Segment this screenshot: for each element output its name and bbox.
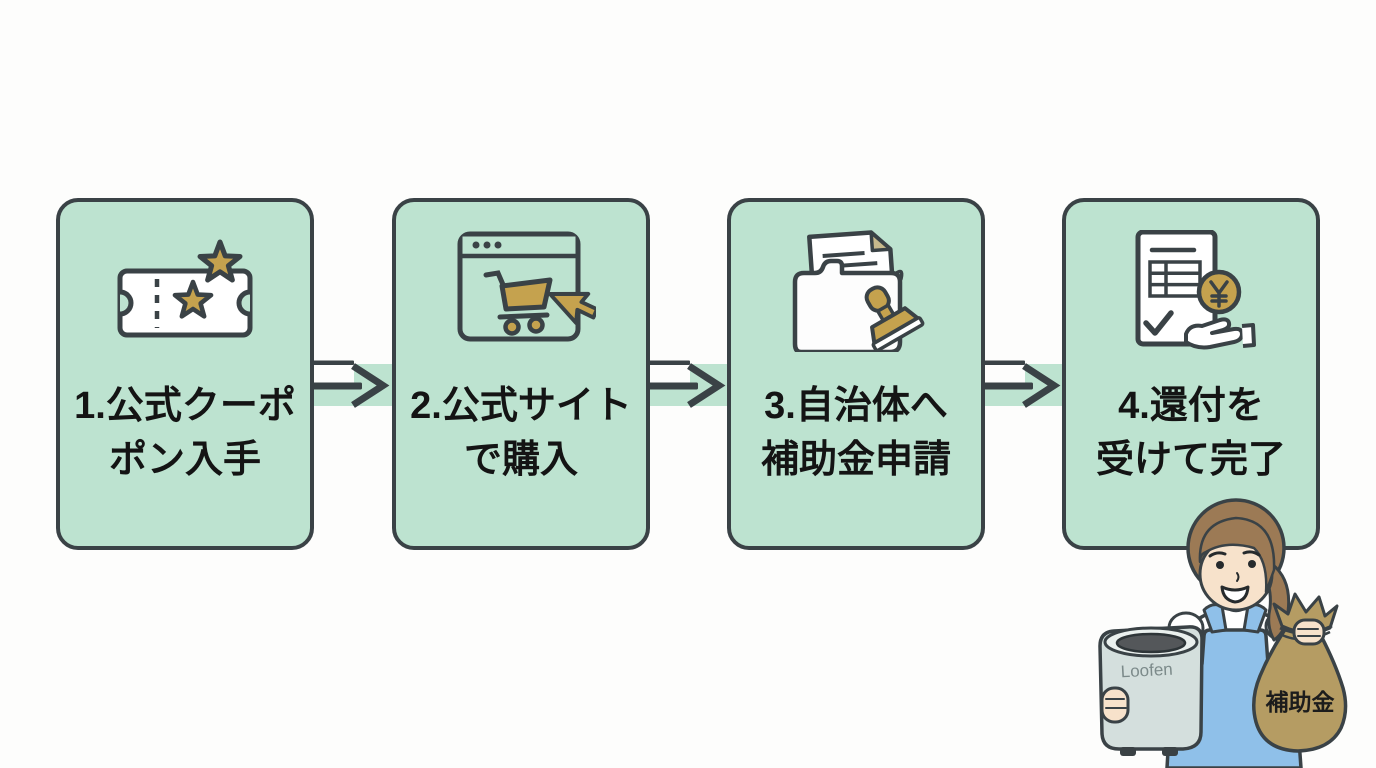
step-3-line-2: 補助金申請 [760, 439, 951, 481]
step-4-label: 4.還付を 受けて完了 [1066, 379, 1316, 487]
loofen-device: Loofen [1098, 625, 1204, 756]
coupon-ticket-stars-icon [110, 230, 260, 352]
money-bag-label: 補助金 [1266, 689, 1335, 715]
right-eye [1248, 560, 1256, 568]
arrow-right-icon [646, 360, 731, 408]
device-label: Loofen [1120, 660, 1173, 682]
nose [1236, 572, 1240, 582]
step-1-line-1: 1.公式クーポ [74, 385, 296, 427]
left-hand [1100, 686, 1130, 724]
arrow-right-icon [981, 360, 1066, 408]
left-hand-fingers [1105, 698, 1127, 709]
step-4-line-2: 受けて完了 [1095, 439, 1286, 481]
right-hand-fingers [1297, 628, 1321, 637]
left-eye [1216, 561, 1224, 569]
step-card-1: 1.公式クーポ ポン入手 [56, 198, 314, 550]
step-2-line-2: で購入 [463, 439, 578, 481]
right-hand [1292, 618, 1326, 646]
left-eyebrow [1208, 551, 1227, 558]
woman-head [1186, 498, 1291, 642]
woman-with-loofen-and-subsidy-bag-illustration: Loofen 補助金 [1098, 498, 1348, 768]
step-1-label: 1.公式クーポ ポン入手 [60, 379, 310, 487]
step-3-label: 3.自治体へ 補助金申請 [731, 379, 981, 487]
folder-document-stamp-icon [781, 230, 931, 355]
step-card-3: 3.自治体へ 補助金申請 [727, 198, 985, 550]
device-foot [1120, 747, 1136, 756]
browser-cart-cursor-icon [446, 230, 599, 352]
subsidy-money-bag: 補助金 [1252, 592, 1348, 753]
step-3-line-1: 3.自治体へ [764, 385, 948, 427]
right-eyebrow [1242, 550, 1261, 557]
step-1-line-2: ポン入手 [108, 439, 261, 481]
receipt-yen-coin-hand-icon [1116, 229, 1266, 352]
smiling-mouth [1220, 585, 1250, 604]
step-card-4: 4.還付を 受けて完了 [1062, 198, 1320, 550]
step-card-2: 2.公式サイト で購入 [392, 198, 650, 550]
device-opening [1115, 632, 1187, 654]
step-2-line-1: 2.公式サイト [410, 385, 632, 427]
arrow-right-icon [310, 360, 395, 408]
step-2-label: 2.公式サイト で購入 [396, 379, 646, 487]
bag-body [1252, 626, 1348, 753]
step-4-line-1: 4.還付を [1118, 385, 1264, 427]
bangs [1198, 516, 1276, 594]
device-foot [1162, 747, 1178, 756]
